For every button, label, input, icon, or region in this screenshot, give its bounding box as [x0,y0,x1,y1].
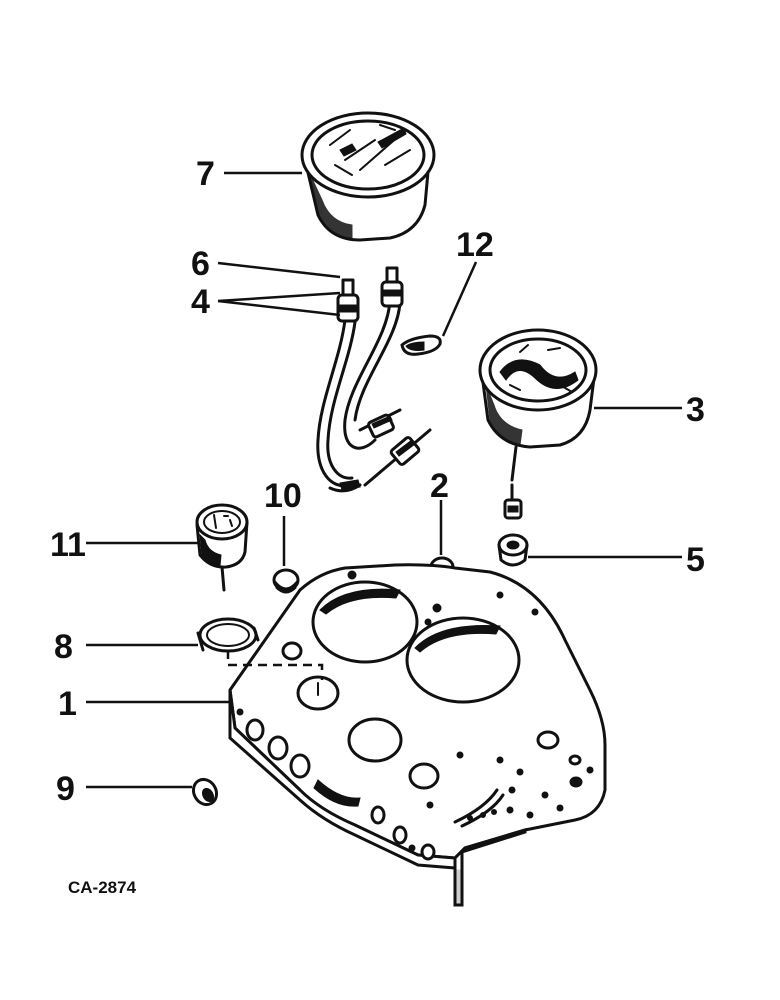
grommet-9 [191,777,219,807]
callout-6: 6 [191,245,210,283]
clip-12 [400,334,442,356]
callout-11: 11 [50,526,86,564]
callout-7: 7 [196,155,215,193]
alignment-dash [226,650,324,680]
plug-button-10 [272,568,300,594]
callout-5: 5 [686,541,705,579]
panel-dots [347,570,594,821]
callout-4: 4 [191,283,210,321]
callout-2: 2 [430,467,449,505]
cable-nut-5 [497,483,529,567]
tachometer-gauge-3 [478,328,598,482]
drawing-code: CA-2874 [68,878,137,897]
callout-9: 9 [56,770,75,808]
mounting-ring-8 [196,617,260,653]
callout-10: 10 [264,477,302,515]
small-gauge-11 [195,503,249,592]
instrument-panel-1 [228,563,607,907]
callout-3: 3 [686,391,705,429]
sender-cables-4-6 [316,266,432,493]
leader-lines [86,171,682,789]
callout-12: 12 [456,226,494,264]
dual-gauge-7 [300,111,436,242]
callout-8: 8 [54,628,73,666]
callout-1: 1 [58,685,77,723]
